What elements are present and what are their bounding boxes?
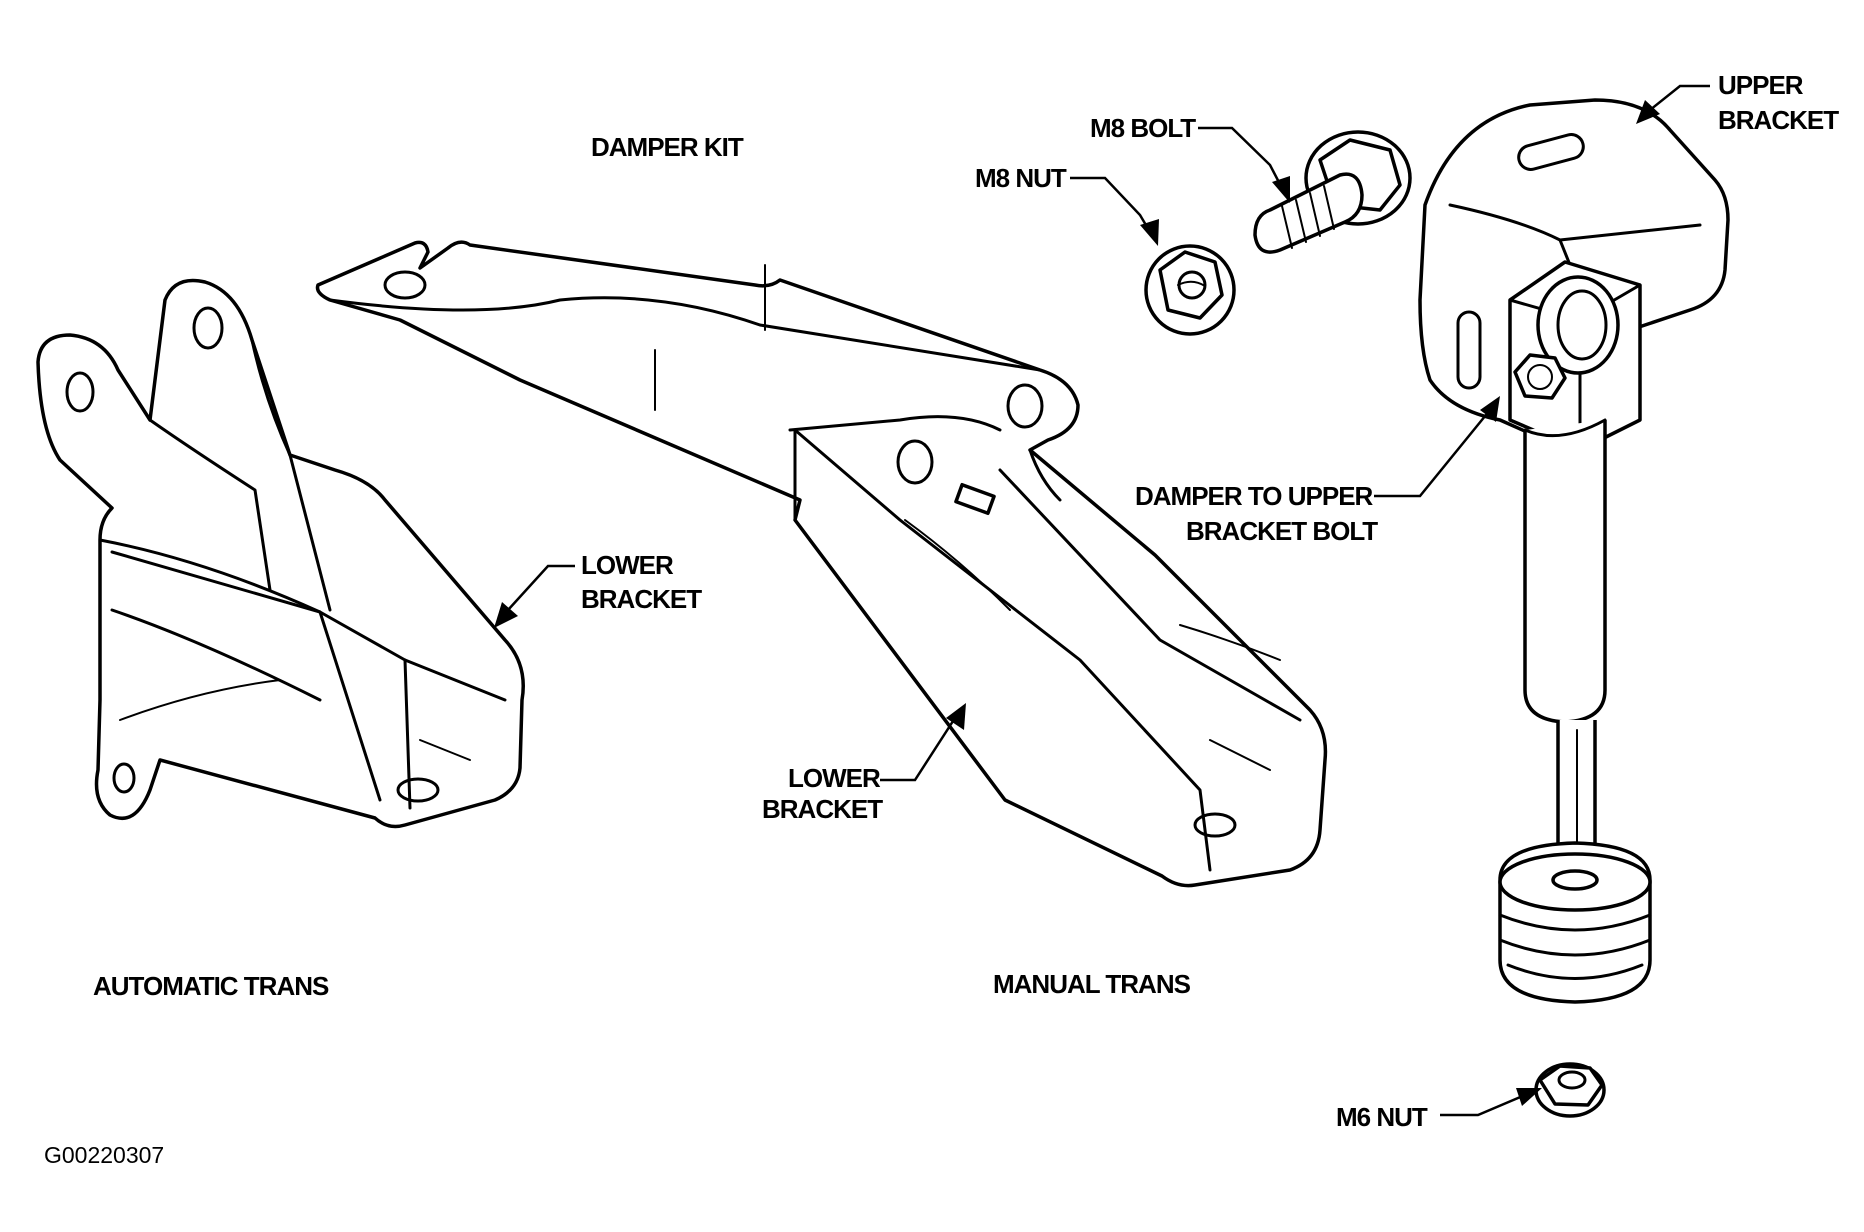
- damper-kit-label: DAMPER KIT: [591, 132, 744, 162]
- m8-bolt: [1253, 130, 1412, 254]
- figure-id: G00220307: [44, 1142, 165, 1168]
- damper-bolt-label-line1: DAMPER TO UPPER: [1135, 481, 1373, 511]
- m8-nut-label: M8 NUT: [975, 163, 1067, 193]
- manual-lower-bracket: [315, 240, 1328, 888]
- upper-bracket-label-line2: BRACKET: [1718, 105, 1839, 135]
- leader-lines: [494, 84, 1710, 1117]
- lower-bracket-manual-label-line2: BRACKET: [762, 794, 883, 824]
- damper: [1498, 418, 1652, 1004]
- lower-bracket-auto-label-line1: LOWER: [581, 550, 674, 580]
- m6-nut: [1534, 1062, 1606, 1118]
- automatic-lower-bracket: [36, 278, 525, 829]
- lower-bracket-auto-label-line2: BRACKET: [581, 584, 702, 614]
- damper-bolt-label-line2: BRACKET BOLT: [1186, 516, 1378, 546]
- upper-bracket: [1418, 98, 1730, 452]
- manual-trans-label: MANUAL TRANS: [993, 969, 1191, 999]
- m8-bolt-label: M8 BOLT: [1090, 113, 1196, 143]
- upper-bracket-label-line1: UPPER: [1718, 70, 1804, 100]
- automatic-trans-label: AUTOMATIC TRANS: [93, 971, 329, 1001]
- lower-bracket-manual-label-line1: LOWER: [788, 763, 881, 793]
- m8-nut: [1144, 244, 1236, 336]
- m6-nut-label: M6 NUT: [1336, 1102, 1428, 1132]
